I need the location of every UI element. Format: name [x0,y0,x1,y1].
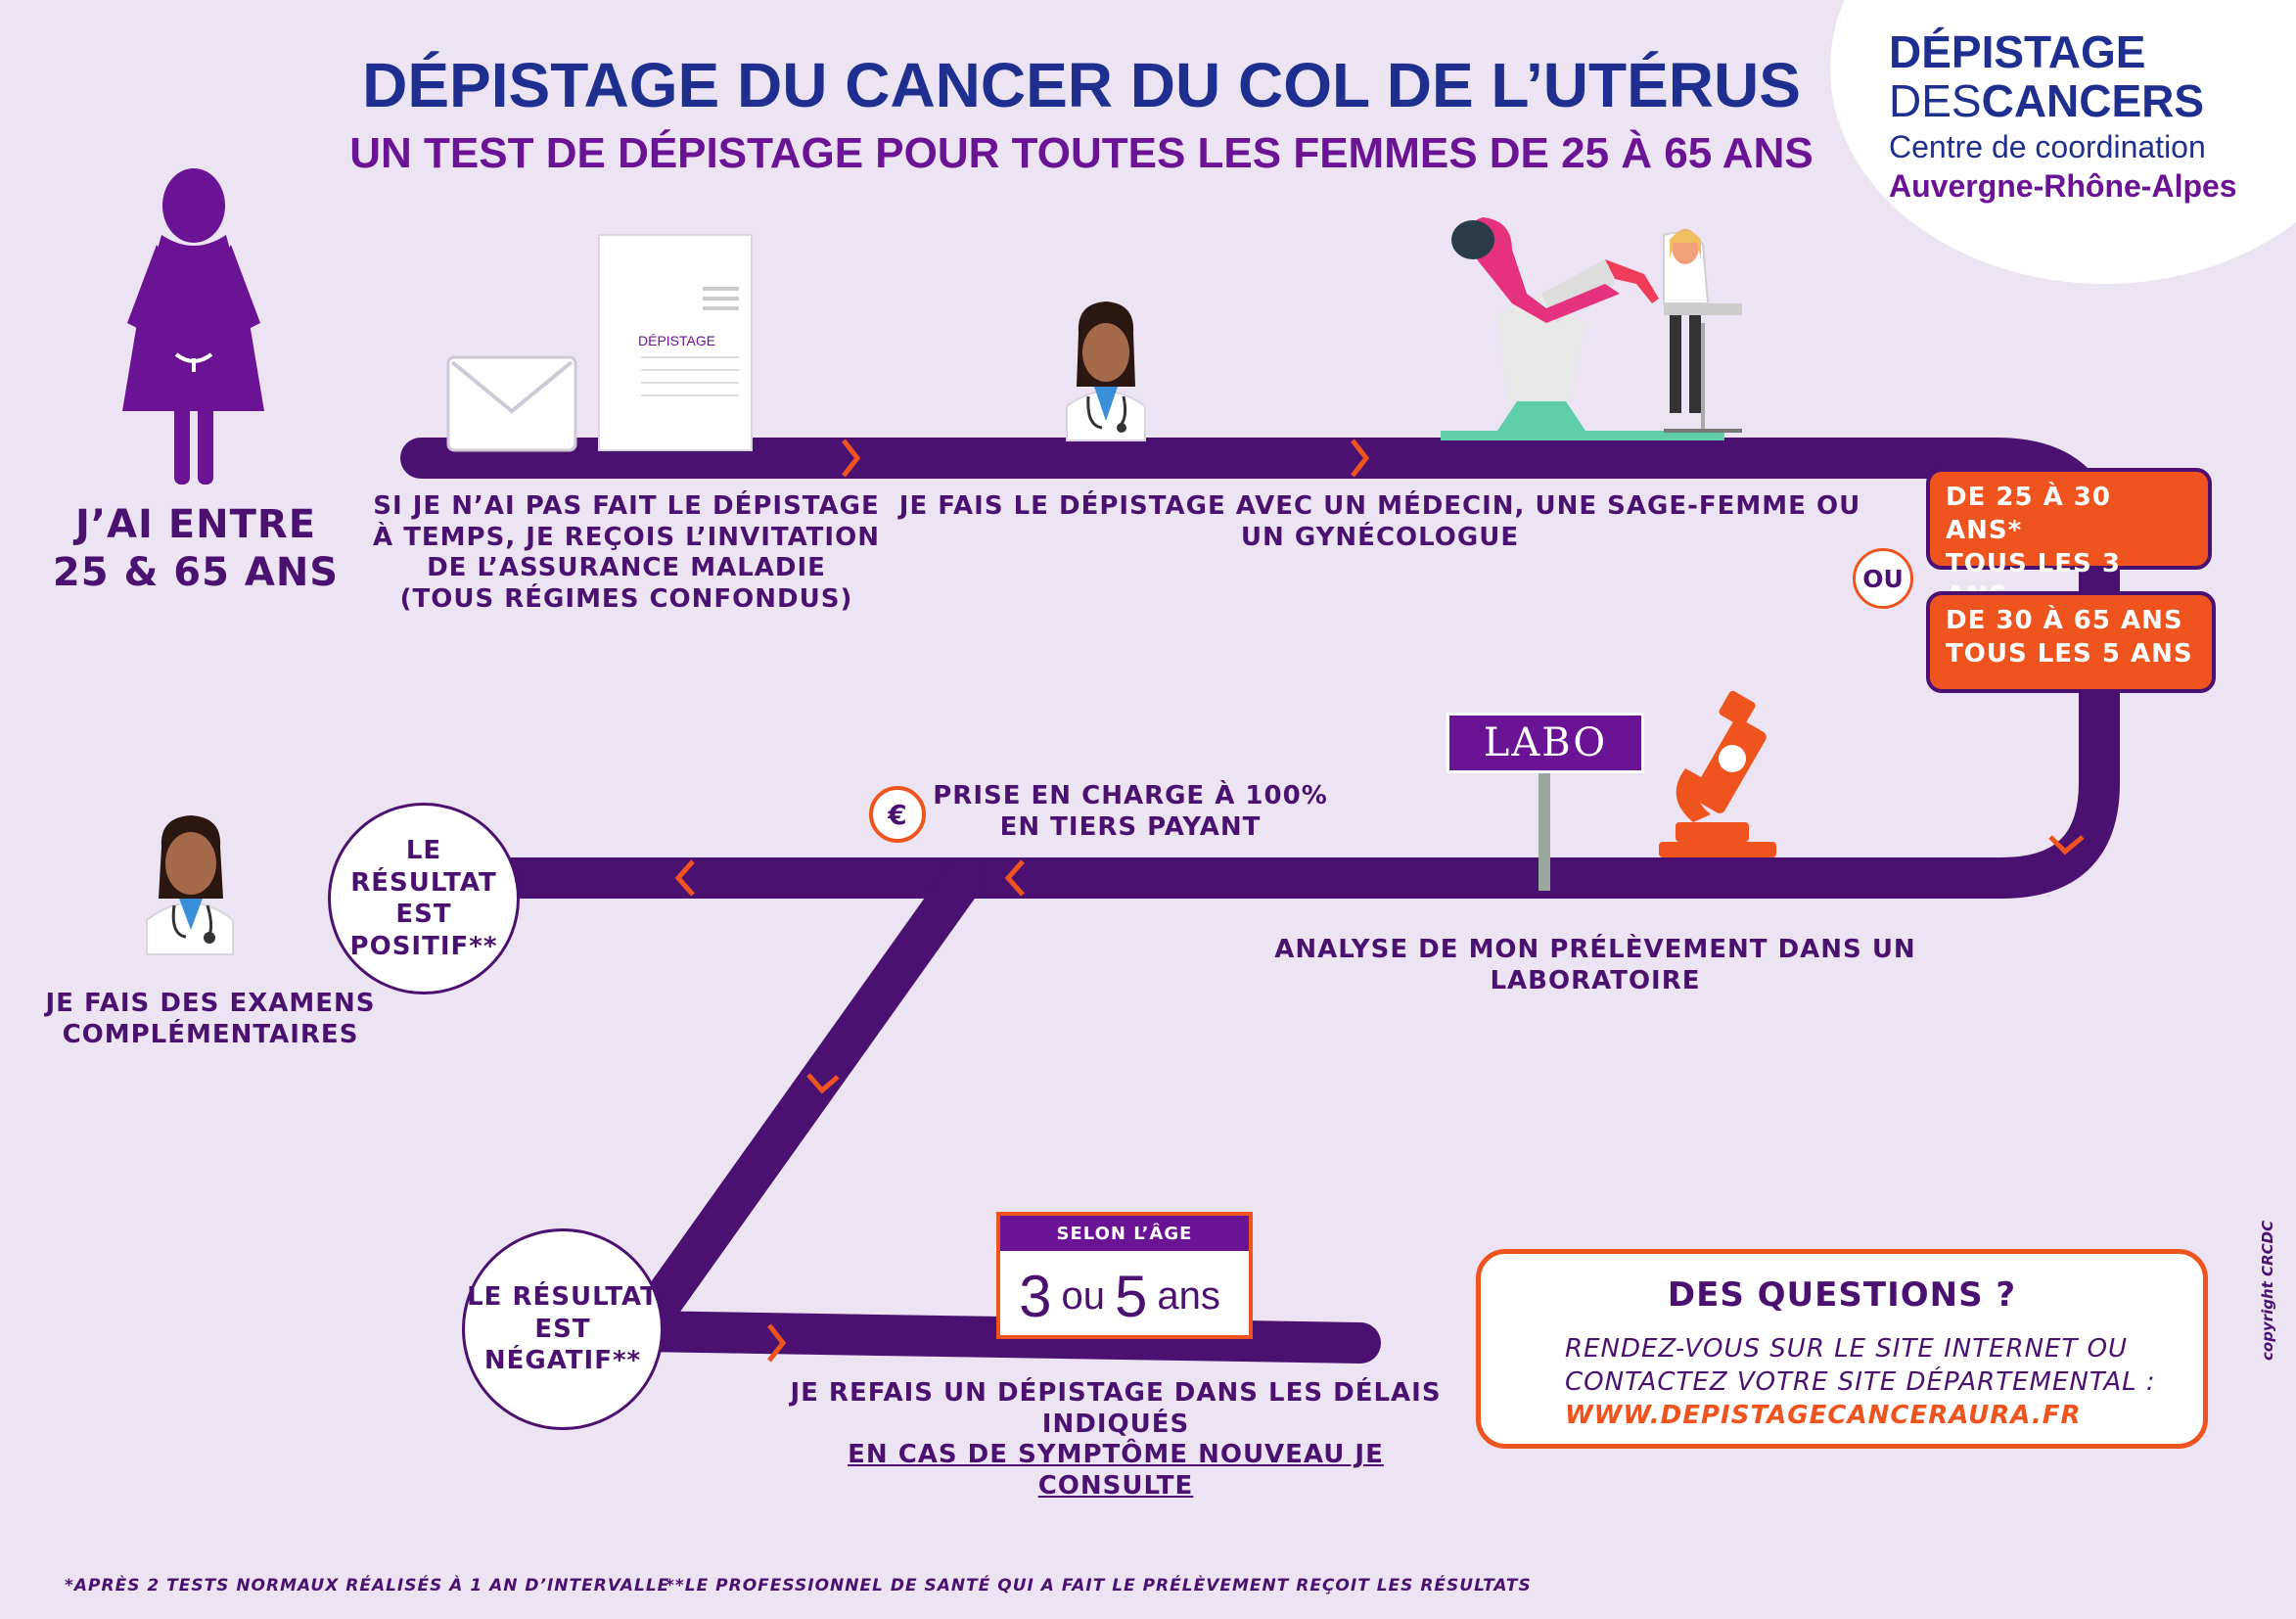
step-screening: JE FAIS LE DÉPISTAGE AVEC UN MÉDECIN, UN… [898,491,1861,552]
chevron-left-icon [674,859,695,897]
page-title: DÉPISTAGE DU CANCER DU COL DE L’UTÉRUS [362,50,1801,120]
questions-title: DES QUESTIONS ? [1667,1275,2017,1315]
coverage-info: PRISE EN CHARGE À 100%EN TIERS PAYANT [933,781,1328,842]
chevron-right-icon [1351,439,1370,478]
doctor-icon [1066,301,1146,441]
envelope-icon [446,355,577,452]
questions-line-2: CONTACTEZ VOTRE SITE DÉPARTEMENTAL : [1565,1367,2156,1397]
chevron-left-icon [1004,859,1025,897]
page-subtitle: UN TEST DE DÉPISTAGE POUR TOUTES LES FEM… [349,129,1814,177]
logo-line-4: Auvergne-Rhône-Alpes [1889,168,2237,204]
chevron-down-icon [2048,835,2085,856]
gynecology-exam-icon [1441,217,1742,440]
labo-sign: LABO [1446,713,1644,773]
euro-icon: € [869,786,926,843]
chevron-right-icon [767,1323,787,1363]
questions-line-1: RENDEZ-VOUS SUR LE SITE INTERNET OU [1565,1334,2129,1364]
calendar-header: SELON L’ÂGE [1000,1216,1249,1251]
website-link[interactable]: WWW.DEPISTAGECANCERAURA.FR [1565,1401,2082,1430]
footnote-2: **LE PROFESSIONNEL DE SANTÉ QUI A FAIT L… [666,1576,1532,1596]
questions-box: DES QUESTIONS ? RENDEZ-VOUS SUR LE SITE … [1476,1249,2208,1449]
document-label: DÉPISTAGE [638,333,716,348]
logo-line-2: DESCANCERS [1889,75,2205,126]
doctor-icon [146,815,234,955]
chevron-down-icon [806,1073,840,1094]
copyright-text: copyright CRCDC [2259,1220,2276,1361]
document-icon [598,234,753,451]
interval-badge-25-30: DE 25 À 30 ANS*TOUS LES 3 ANS [1926,468,2212,611]
labo-sign-post [1538,773,1550,891]
or-badge: OU [1853,548,1913,609]
footnote-1: *APRÈS 2 TESTS NORMAUX RÉALISÉS À 1 AN D… [65,1576,670,1596]
chevron-right-icon [842,439,861,478]
logo-line-1: DÉPISTAGE [1889,26,2146,77]
microscope-icon [1659,690,1776,857]
logo-line-3: Centre de coordination [1889,129,2206,164]
symptom-note: EN CAS DE SYMPTÔME NOUVEAU JE CONSULTE [848,1440,1384,1502]
woman-icon [122,168,264,485]
